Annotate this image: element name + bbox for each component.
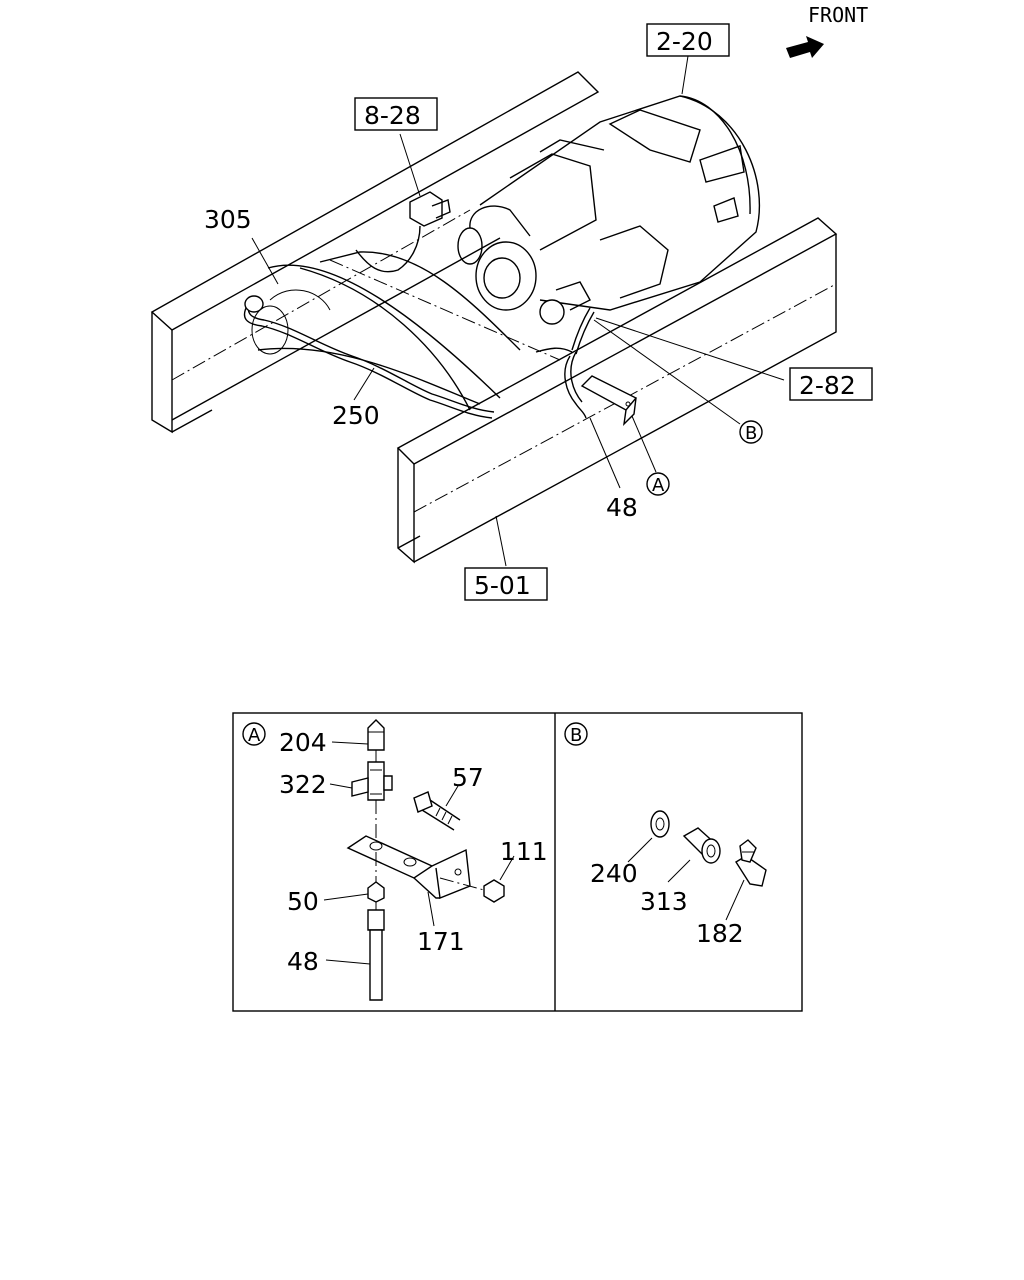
part-label-250: 250 — [332, 401, 380, 430]
ref-2-20-label: 2-20 — [656, 27, 713, 56]
callout-b: B — [739, 420, 763, 444]
detail-a-57: 57 — [452, 763, 484, 792]
detail-a-322: 322 — [279, 770, 327, 799]
detail-b-313: 313 — [640, 887, 688, 916]
transmission — [457, 95, 761, 325]
frame-rail-left — [150, 71, 600, 331]
detail-a-50: 50 — [287, 887, 319, 916]
sensor-connector — [355, 191, 451, 273]
leader-lines — [251, 55, 785, 567]
pipe-assembly — [243, 295, 638, 426]
crossmember — [251, 251, 561, 411]
callout-a: A — [646, 472, 670, 496]
frame-rail-right — [396, 217, 838, 465]
front-arrow-icon — [786, 36, 824, 58]
detail-a-111: 111 — [500, 837, 548, 866]
callout-b-label: B — [745, 423, 757, 444]
detail-panels — [232, 712, 803, 1012]
ref-box-2-82[interactable]: 2-82 — [789, 367, 873, 401]
detail-a-marker: A — [248, 725, 261, 746]
ref-8-28-label: 8-28 — [364, 101, 421, 130]
callout-a-label: A — [652, 475, 665, 496]
ref-2-82-label: 2-82 — [799, 371, 856, 400]
detail-b-182: 182 — [696, 919, 744, 948]
front-label: FRONT — [808, 3, 868, 27]
detail-b-marker: B — [570, 725, 582, 746]
detail-a: A 204 322 — [242, 719, 548, 1001]
detail-b-240: 240 — [590, 859, 638, 888]
detail-a-48: 48 — [287, 947, 319, 976]
ref-5-01-label: 5-01 — [474, 571, 531, 600]
ref-box-2-20[interactable]: 2-20 — [646, 23, 730, 57]
part-label-48: 48 — [606, 493, 638, 522]
front-indicator: FRONT — [786, 3, 868, 58]
chassis-frame — [150, 71, 838, 564]
part-label-305: 305 — [204, 205, 252, 234]
detail-a-171: 171 — [417, 927, 465, 956]
ref-box-5-01[interactable]: 5-01 — [464, 567, 548, 601]
detail-a-204: 204 — [279, 728, 327, 757]
ref-box-8-28[interactable]: 8-28 — [354, 97, 438, 131]
detail-b: B 240 313 182 — [564, 722, 767, 948]
